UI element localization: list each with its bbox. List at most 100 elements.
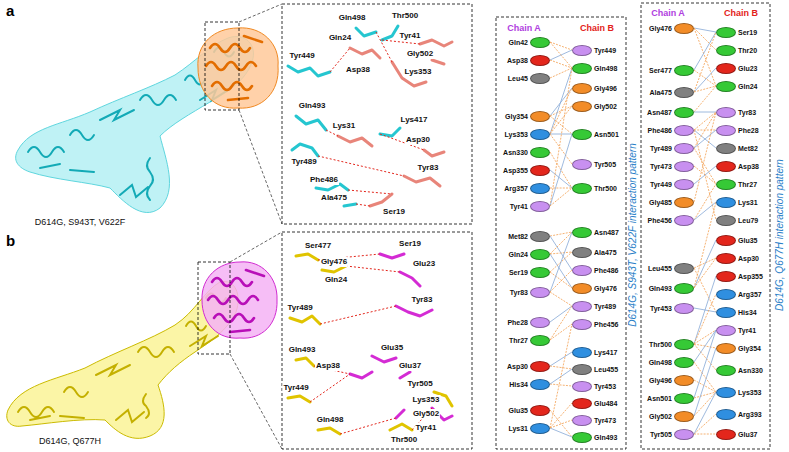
residue-name: Asn330 xyxy=(503,148,528,157)
residue-node: Arg357 xyxy=(504,183,550,194)
residue-node: His34 xyxy=(509,379,550,390)
residue-node: Asp355 xyxy=(503,165,550,176)
residue-ellipse xyxy=(572,398,592,409)
residue-node: Lys353 xyxy=(716,387,761,398)
residue-ellipse xyxy=(572,159,592,170)
residue-label: Lys417 xyxy=(400,115,429,125)
residue-ellipse xyxy=(674,215,694,226)
residue-label: Gly476 xyxy=(320,257,348,267)
residue-node: Gln498 xyxy=(572,63,617,74)
chain-header: Chain A xyxy=(507,23,541,34)
residue-node: Tyr505 xyxy=(650,429,694,440)
residue-name: Gly354 xyxy=(505,112,528,121)
residue-node: Gly476 xyxy=(572,283,617,294)
residue-label: Glu23 xyxy=(412,259,436,269)
residue-node: Tyr41 xyxy=(716,325,756,336)
residue-node: Lys31 xyxy=(716,197,758,208)
residue-node: Tyr83 xyxy=(716,107,756,118)
residue-ellipse xyxy=(572,432,592,443)
residue-name: Leu79 xyxy=(738,216,758,225)
interaction-line xyxy=(694,392,716,434)
chain-header: Chain B xyxy=(724,8,758,19)
residue-label: Gln493 xyxy=(288,345,317,355)
interaction-line xyxy=(550,324,572,340)
residue-ellipse xyxy=(572,227,592,238)
residue-ellipse xyxy=(716,27,736,38)
residue-node: Leu455 xyxy=(648,263,694,274)
interaction-line xyxy=(694,184,716,220)
residue-node: Phe456 xyxy=(647,215,694,226)
residue-node: Lys353 xyxy=(505,129,550,140)
residue-name: Leu45 xyxy=(508,74,528,83)
residue-node: Lys417 xyxy=(572,347,617,358)
interaction-line xyxy=(694,202,716,288)
residue-ellipse xyxy=(716,81,736,92)
residue-node: Tyr489 xyxy=(572,301,616,312)
residue-node: Asn330 xyxy=(716,365,763,376)
ace2-helices xyxy=(208,270,264,332)
residue-node: Gly496 xyxy=(649,375,694,386)
residue-label: Ala475 xyxy=(320,193,348,203)
interaction-line xyxy=(550,106,572,116)
residue-name: Gly476 xyxy=(649,24,672,33)
interaction-line xyxy=(550,68,572,206)
residue-ellipse xyxy=(716,161,736,172)
residue-node: Asn487 xyxy=(647,107,694,118)
interaction-line xyxy=(694,166,716,184)
interaction-line xyxy=(694,112,716,148)
residue-name: Asp355 xyxy=(738,272,763,281)
interaction-line xyxy=(694,166,716,184)
residue-node: Gln24 xyxy=(509,249,550,260)
residue-name: Ser19 xyxy=(738,28,757,37)
residue-ellipse xyxy=(716,45,736,56)
residue-node: Gln493 xyxy=(649,283,694,294)
residue-ellipse xyxy=(572,247,592,258)
residue-ellipse xyxy=(674,107,694,118)
residue-node: Ala475 xyxy=(649,87,694,98)
residue-label: Ser477 xyxy=(304,241,332,251)
zoom-lines xyxy=(239,4,282,224)
residue-name: Asn501 xyxy=(647,394,672,403)
residue-name: Tyr83 xyxy=(738,108,756,117)
residue-ellipse xyxy=(674,125,694,136)
interaction-line xyxy=(694,330,716,398)
ace2-helices xyxy=(206,36,262,100)
residue-node: Ala475 xyxy=(572,247,617,258)
residue-node: Phe456 xyxy=(572,319,619,330)
pattern-frame xyxy=(496,17,626,449)
residue-node: Asp38 xyxy=(716,161,759,172)
interaction-line xyxy=(550,366,572,369)
residue-ellipse xyxy=(674,65,694,76)
residue-label: Gln498 xyxy=(338,13,367,23)
residue-ellipse xyxy=(716,125,736,136)
residue-name: Gly496 xyxy=(649,376,672,385)
residue-name: Asn330 xyxy=(738,366,763,375)
residue-ellipse xyxy=(674,339,694,350)
residue-node: Leu79 xyxy=(716,215,758,226)
structure-caption: D614G, S943T, V622F xyxy=(33,217,128,228)
interaction-line xyxy=(550,324,572,428)
interaction-line xyxy=(550,270,572,292)
residue-label: Tyr41 xyxy=(399,31,422,41)
interaction-line xyxy=(550,352,572,366)
residue-ellipse xyxy=(530,147,550,158)
residue-ellipse xyxy=(716,63,736,74)
residue-node: Asn501 xyxy=(647,393,694,404)
residue-name: His34 xyxy=(738,308,757,317)
hydrogen-bonds xyxy=(310,254,432,434)
interaction-line xyxy=(694,240,716,288)
residue-node: Gln493 xyxy=(572,432,617,443)
residue-name: Gln498 xyxy=(594,64,617,73)
residue-ellipse xyxy=(572,283,592,294)
residue-ellipse xyxy=(716,107,736,118)
residue-label: Glu35 xyxy=(380,343,404,353)
residue-name: Met82 xyxy=(508,232,528,241)
spike-ribbons xyxy=(18,294,226,423)
interaction-line xyxy=(550,134,572,206)
residue-name: Gly485 xyxy=(649,198,672,207)
residue-name: Phe456 xyxy=(594,320,619,329)
residue-ellipse xyxy=(674,263,694,274)
residue-node: Tyr453 xyxy=(572,381,616,392)
residue-node: Thr27 xyxy=(509,335,550,346)
residue-name: Gln493 xyxy=(649,284,672,293)
